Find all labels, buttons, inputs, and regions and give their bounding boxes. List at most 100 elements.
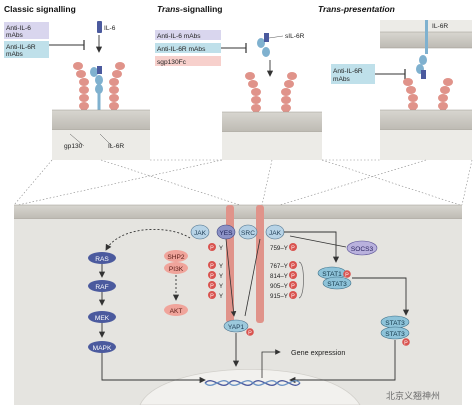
pres-anti-il6r-label-2: mAbs	[333, 76, 351, 83]
stat-branch: SOCS3 STAT1 P STAT3 STAT3 STAT3 P	[284, 231, 410, 384]
yes-label: YES	[219, 230, 233, 237]
watermark: 北京义翘神州	[386, 390, 440, 401]
mapk-node	[88, 341, 116, 353]
anti-il6-box	[4, 22, 49, 39]
sgp130fc-box	[155, 56, 221, 66]
stat3-label-dimer-top: STAT3	[385, 320, 405, 327]
anti-il6-label-2: mAbs	[6, 32, 24, 39]
svg-text:Y: Y	[219, 274, 223, 280]
mapk-cascade: RAS RAF MEK MAPK	[88, 252, 206, 384]
mapk-to-nucleus-arrow	[101, 353, 206, 384]
stat3-label-dimer-bottom: STAT3	[385, 331, 405, 338]
shp2-node	[164, 250, 188, 262]
socs3-label: SOCS3	[351, 246, 374, 253]
jak-left-node	[190, 224, 210, 240]
svg-text:P: P	[291, 274, 295, 280]
svg-text:P: P	[210, 246, 214, 252]
classic-panel: Anti-IL-6 mAbs Anti-IL-6R mAbs IL-6	[4, 21, 150, 160]
svg-text:P: P	[291, 294, 295, 300]
raf-node	[88, 280, 116, 292]
stat3-to-nucleus-arrow	[289, 340, 396, 384]
trans-presentation-panel: IL-6R Anti-IL-6R mAbs	[331, 20, 472, 160]
svg-text:P: P	[291, 264, 295, 270]
trans-anti-il6r-label: Anti-IL-6R mAbs	[157, 46, 206, 53]
dna-helix	[204, 380, 301, 386]
svg-text:P: P	[210, 274, 214, 280]
pres-anti-il6r-box	[331, 64, 375, 84]
presented-il6-icon	[421, 70, 426, 79]
mapk-label: MAPK	[93, 345, 112, 352]
phospho-sites: P Y P Y P Y P Y P Y 759–Y P 767–Y P 814–…	[208, 243, 304, 300]
trans-anti-il6-label: Anti-IL-6 mAbs	[157, 33, 201, 40]
gene-expression-label: Gene expression	[291, 348, 345, 357]
anti-il6r-label-1: Anti-IL-6R	[6, 44, 36, 51]
trans-anti-il6-box	[155, 30, 221, 40]
site-905: 905–Y	[270, 283, 288, 290]
yap1-group: YAP1 P	[223, 238, 261, 367]
nucleus	[139, 368, 361, 405]
raf-label: RAF	[95, 284, 108, 291]
src-node	[238, 224, 258, 240]
jak-to-ras-arrow	[105, 229, 191, 251]
svg-text:P: P	[210, 294, 214, 300]
sil6r-label: sIL-6R	[285, 33, 305, 40]
svg-text:P: P	[210, 284, 214, 290]
stat1-label: STAT1	[322, 271, 342, 278]
site-814: 814–Y	[270, 273, 288, 280]
pres-anti-il6r-label-1: Anti-IL-6R	[333, 68, 363, 75]
ras-node	[88, 252, 116, 264]
jak-left-label: JAK	[194, 230, 207, 237]
pi3k-branch: SHP2 PI3K AKT	[105, 229, 191, 316]
heading-trans-signalling: Trans-signalling	[157, 4, 223, 14]
ras-label: RAS	[95, 256, 109, 263]
trans-panel: Anti-IL-6 mAbs Anti-IL-6R mAbs sgp130Fc …	[155, 30, 322, 160]
socs3-node	[346, 240, 378, 256]
il6-ligand-icon	[97, 21, 102, 33]
stat3-node-dimer-bottom	[380, 326, 410, 340]
svg-text:P: P	[404, 341, 408, 347]
svg-text:Y: Y	[219, 246, 223, 252]
site-915: 915–Y	[270, 293, 288, 300]
site-767: 767–Y	[270, 263, 288, 270]
cell-interior	[14, 204, 462, 405]
svg-text:Y: Y	[219, 264, 223, 270]
site-759: 759–Y	[270, 245, 288, 252]
il6r-label: IL-6R	[108, 143, 124, 150]
pi3k-node	[164, 262, 188, 274]
pi3k-label: PI3K	[169, 266, 184, 273]
gp130-label: gp130	[64, 143, 83, 150]
anti-il6r-box	[4, 41, 49, 58]
il6r-top-label: IL-6R	[432, 23, 448, 30]
sil6r-complex: sIL-6R	[257, 33, 305, 57]
il6r-presented	[425, 20, 428, 54]
yap1-label: YAP1	[228, 324, 245, 331]
zoom-dotted-lines	[13, 159, 473, 206]
svg-text:Y: Y	[219, 284, 223, 290]
heading-trans-presentation: Trans-presentation	[318, 4, 395, 14]
jak-right-label: JAK	[269, 230, 282, 237]
mek-node	[88, 311, 116, 323]
yap1-node	[223, 319, 249, 333]
shp2-label: SHP2	[167, 254, 185, 261]
stat3-node-cyto	[322, 276, 352, 290]
expanded-membrane	[14, 205, 462, 219]
membrane-presentation	[380, 110, 472, 130]
site-bracket	[298, 261, 304, 299]
anti-il6r-label-2: mAbs	[6, 51, 24, 58]
akt-node	[164, 304, 188, 316]
membrane-trans	[222, 112, 322, 132]
svg-text:P: P	[210, 264, 214, 270]
svg-text:P: P	[345, 273, 349, 279]
kinase-row: JAK YES SRC JAK	[190, 224, 285, 240]
stat3-label-cyto: STAT3	[327, 281, 347, 288]
membrane-classic	[52, 110, 150, 130]
il6-label: IL-6	[104, 25, 116, 32]
trans-anti-il6r-box	[155, 43, 221, 53]
sgp130fc-label: sgp130Fc	[157, 59, 187, 66]
anti-il6-label-1: Anti-IL-6	[6, 25, 31, 32]
svg-text:P: P	[291, 246, 295, 252]
src-label: SRC	[241, 230, 255, 237]
mek-label: MEK	[95, 315, 110, 322]
gene-expression-arrow	[261, 349, 281, 378]
svg-text:P: P	[248, 331, 252, 337]
